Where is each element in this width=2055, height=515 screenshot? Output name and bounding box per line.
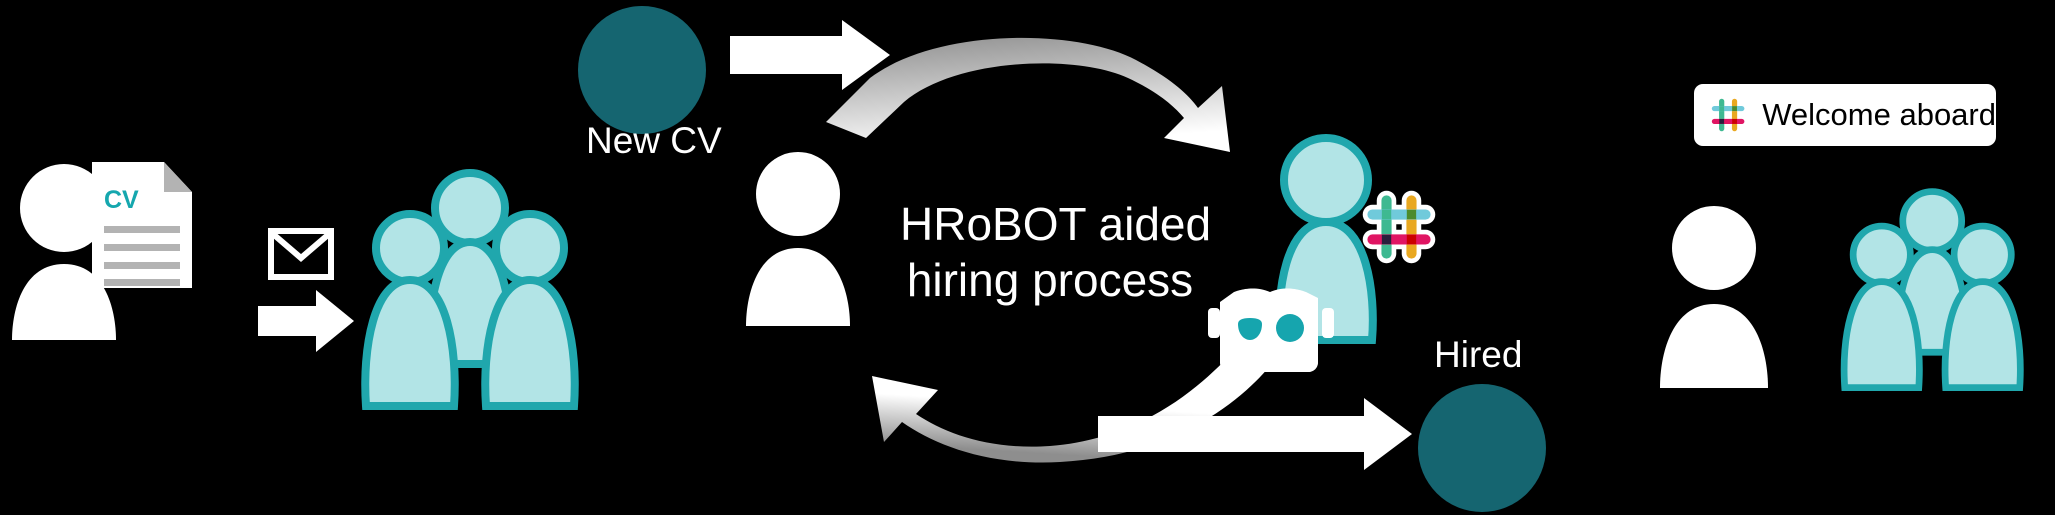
arrow-right-icon bbox=[258, 290, 354, 352]
hired-circle-marker bbox=[1418, 384, 1546, 512]
arrow-right-icon-bottom bbox=[1098, 398, 1412, 470]
slack-logo-icon bbox=[1362, 190, 1436, 264]
hired-label: Hired bbox=[1434, 334, 1523, 375]
process-title-line1: HRoBOT aided bbox=[900, 198, 1212, 250]
new-hire-person-icon bbox=[1660, 206, 1768, 388]
new-cv-circle-marker bbox=[578, 6, 706, 134]
welcome-aboard-text: Welcome aboard bbox=[1762, 97, 1996, 132]
process-title-line2: hiring process bbox=[906, 254, 1194, 307]
cv-document-text: CV bbox=[104, 186, 139, 214]
new-cv-label: New CV bbox=[586, 120, 722, 161]
process-title: HRoBOT aided hiring process bbox=[900, 196, 1212, 308]
team-group-icon bbox=[1840, 188, 2024, 391]
recruiter-person-icon bbox=[746, 152, 850, 326]
welcome-aboard-notification[interactable]: Welcome aboard bbox=[1694, 84, 1996, 146]
envelope-icon bbox=[268, 228, 334, 280]
applicant-person-icon bbox=[12, 164, 116, 340]
slack-logo-icon-pill bbox=[1709, 96, 1747, 134]
candidate-pool-group-icon bbox=[361, 169, 579, 410]
curved-arrow-right-icon bbox=[826, 37, 1230, 152]
cv-document-icon: CV bbox=[92, 162, 192, 288]
robot-eye-left bbox=[1238, 318, 1262, 340]
robot-eye-right bbox=[1276, 314, 1304, 342]
arrow-right-icon-top bbox=[730, 20, 890, 90]
